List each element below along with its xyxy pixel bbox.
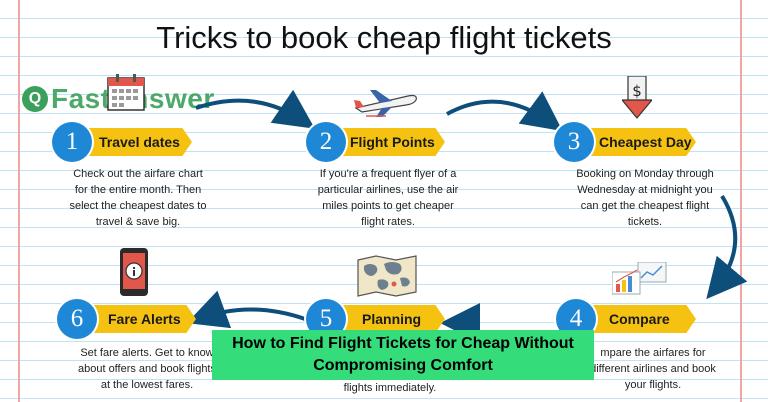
notebook-margin-left [18,0,20,402]
logo-mark: Q [22,86,48,112]
charts-icon [611,261,668,301]
step-6-number: 6 [57,299,97,339]
step-6-label: Fare Alerts [108,311,181,327]
step-4-label-bar [576,305,696,333]
arrow-3-to-4 [706,194,748,300]
arrow-1-to-2 [195,89,315,129]
page-title: Tricks to book cheap flight tickets [156,20,612,55]
phone-alert-icon [118,248,150,301]
step-3-label: Cheapest Day [599,134,692,150]
step-1-label: Travel dates [99,134,180,150]
step-3-number: 3 [554,122,594,162]
banner-line-2: Compromising Comfort [313,357,493,374]
arrow-2-to-3 [446,91,563,132]
step-2-number: 2 [306,122,346,162]
map-icon [356,254,418,303]
step-1-label-bar [72,128,192,156]
price-down-icon: $ [620,75,654,125]
step-1-number: 1 [52,122,92,162]
step-2-label: Flight Points [350,134,435,150]
article-title-banner: How to Find Flight Tickets for Cheap Wit… [212,330,594,380]
banner-line-1: How to Find Flight Tickets for Cheap Wit… [232,335,574,352]
step-4-label: Compare [609,311,670,327]
notebook-margin-right [740,0,742,402]
calendar-icon [106,72,146,117]
airplane-icon [352,88,422,123]
step-5-description: flights immediately. [343,382,437,394]
svg-text:$: $ [632,82,642,100]
step-4-number: 4 [556,299,596,339]
step-5-label: Planning [362,311,422,327]
arrow-5-to-6 [186,290,306,329]
step-3-label-bar [574,128,696,156]
